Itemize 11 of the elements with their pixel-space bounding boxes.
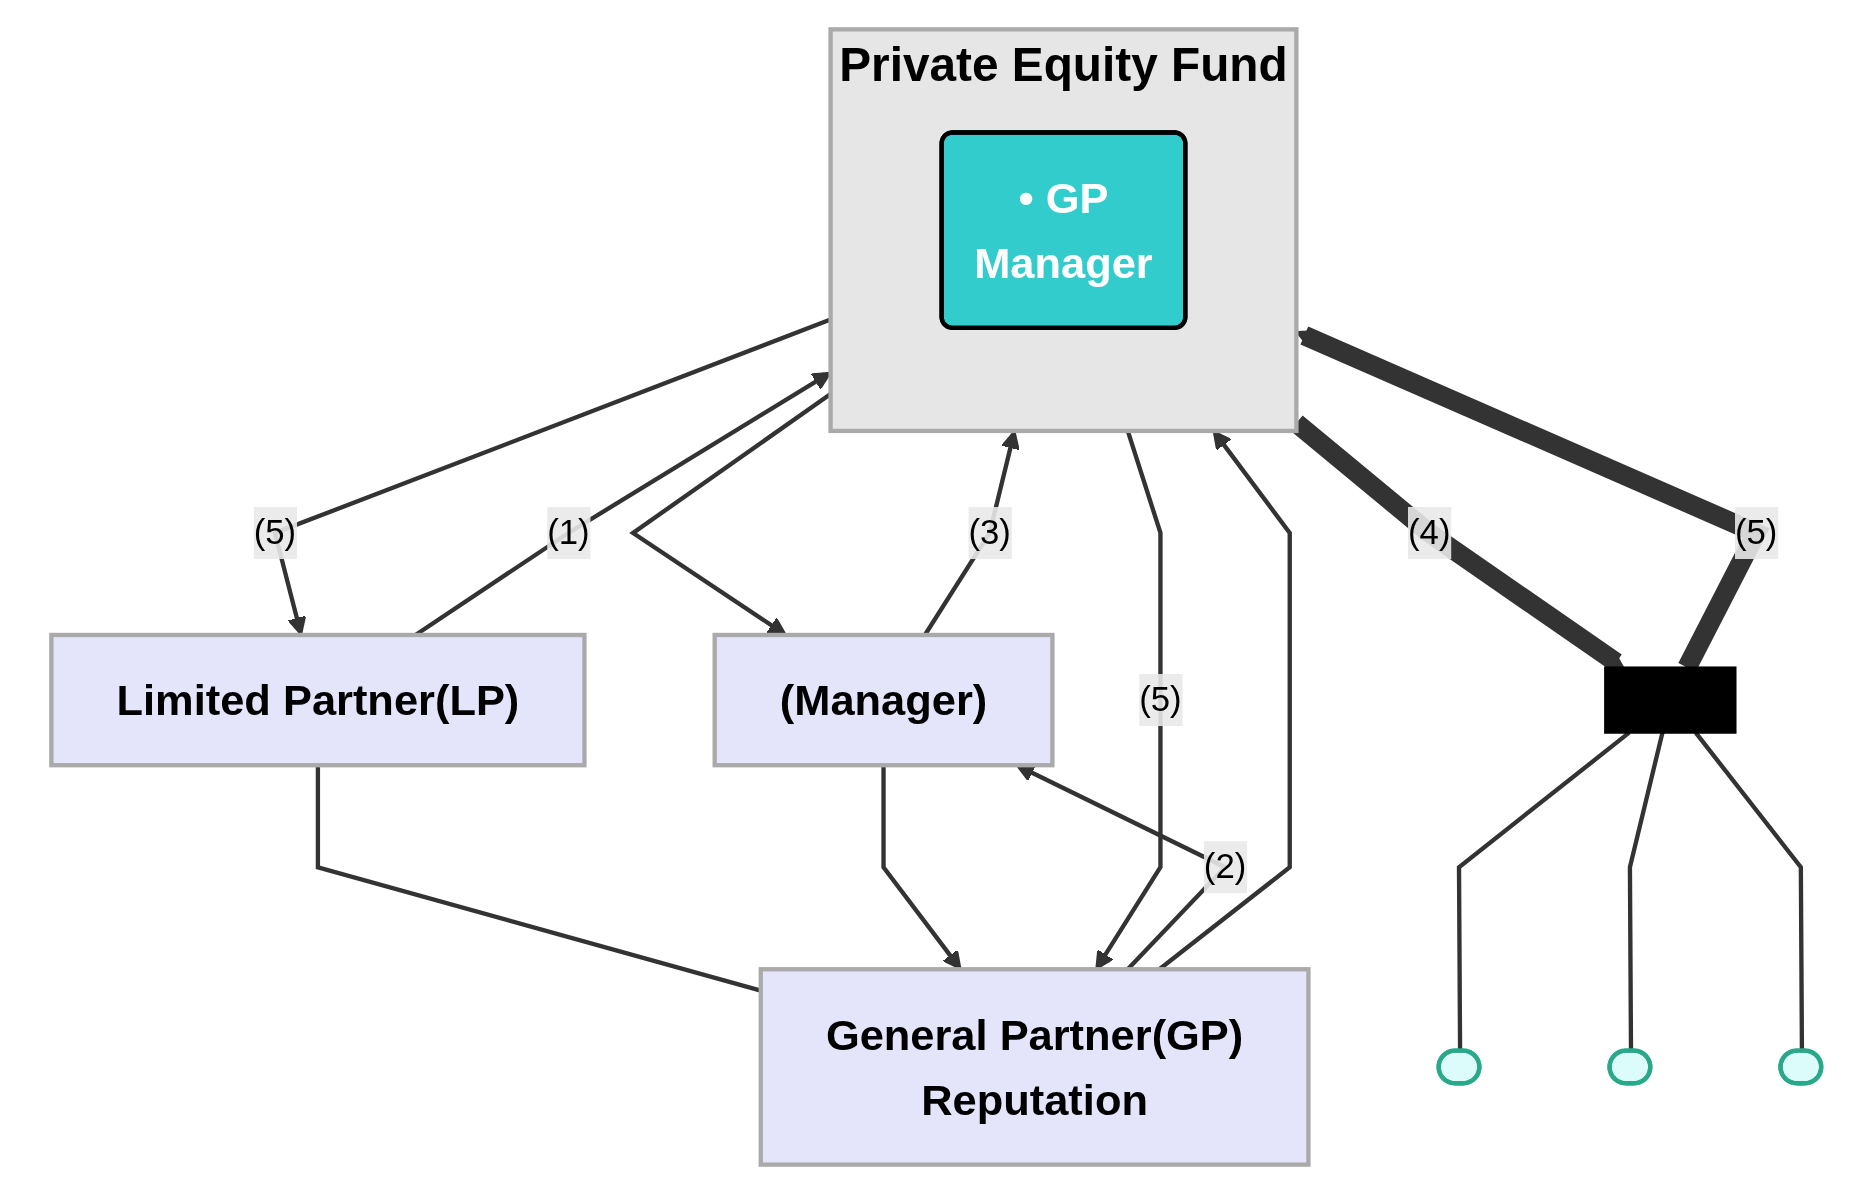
node-box: Limited Partner(LP) bbox=[48, 632, 587, 767]
edge-label: (5) bbox=[253, 512, 296, 550]
edge-label: (2) bbox=[1203, 847, 1247, 885]
edge-label: (1) bbox=[546, 512, 590, 550]
edge-label: (3) bbox=[968, 512, 1011, 550]
node-box: (Manager) bbox=[712, 632, 1055, 767]
node-box: General Partner(GP) Reputation bbox=[758, 966, 1311, 1167]
node-bar bbox=[1603, 665, 1737, 734]
edge-label: (4) bbox=[1407, 512, 1451, 550]
edge-label: (5) bbox=[1734, 512, 1778, 550]
edge-label: (5) bbox=[1138, 680, 1182, 717]
